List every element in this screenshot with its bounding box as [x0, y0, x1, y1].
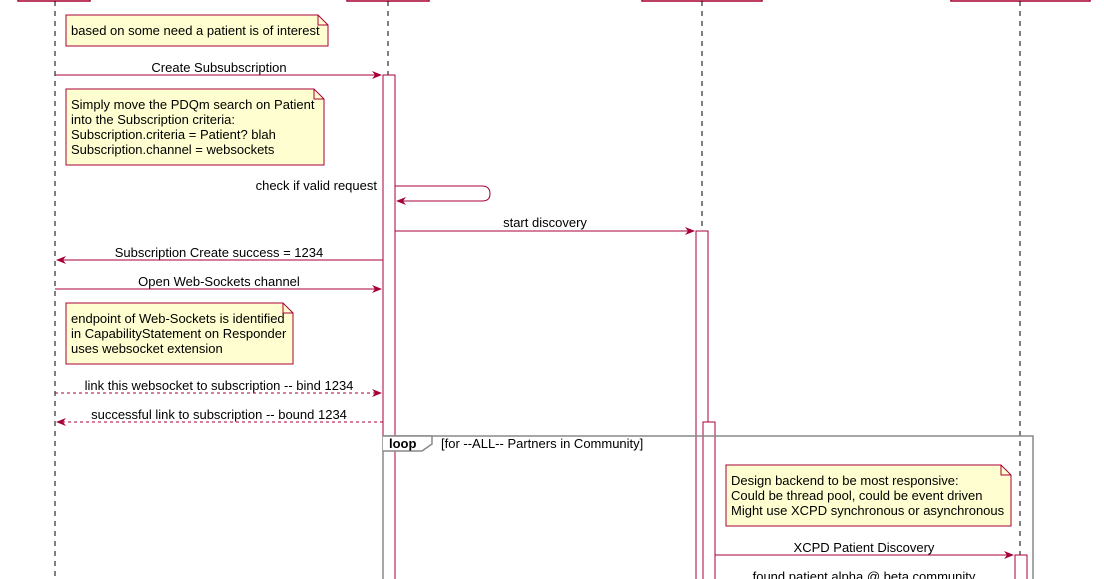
note-3-box	[65, 302, 294, 365]
loop-frame: loop [for --ALL-- Partners in Community]	[382, 435, 1034, 579]
note-4: Design backend to be most responsive: Co…	[725, 464, 1012, 527]
note-4-line: Design backend to be most responsive:	[731, 473, 959, 488]
participant-header-3	[641, 0, 763, 2]
note-4-line: Might use XCPD synchronous or asynchrono…	[731, 503, 1005, 518]
message-label: XCPD Patient Discovery	[794, 540, 935, 555]
note-2-fold	[313, 89, 324, 100]
message-label: Open Web-Sockets channel	[138, 274, 300, 289]
message-label: Create Subsubscription	[151, 60, 286, 75]
activation-bar	[1014, 554, 1028, 579]
loop-keyword: loop	[389, 436, 416, 451]
message-label: link this websocket to subscription -- b…	[85, 378, 354, 393]
message-label: start discovery	[503, 215, 587, 230]
note-2-box	[65, 88, 325, 166]
note-3-line: in CapabilityStatement on Responder	[71, 326, 287, 341]
note-2-line: Simply move the PDQm search on Patient	[71, 97, 315, 112]
note-3-line: uses websocket extension	[71, 341, 223, 356]
note-1-fold	[317, 15, 328, 26]
note-4-box	[725, 464, 1012, 527]
participant-header-2	[346, 0, 430, 2]
note-1-box	[65, 14, 329, 47]
note-3-line: endpoint of Web-Sockets is identified	[71, 311, 285, 326]
loop-frame-border	[382, 435, 1034, 579]
note-3-fold	[282, 303, 293, 314]
note-2-line: Subscription.criteria = Patient? blah	[71, 127, 276, 142]
loop-frame-tab	[383, 435, 433, 452]
activation-bar	[382, 74, 396, 579]
note-2: Simply move the PDQm search on Patient i…	[65, 88, 325, 166]
note-4-fold	[1000, 465, 1011, 476]
activation-bars	[382, 74, 1028, 579]
message-label: found patient alpha @ beta community	[753, 569, 976, 579]
note-2-line: Subscription.channel = websockets	[71, 142, 275, 157]
message-arrow	[395, 185, 491, 205]
activation-bar	[702, 421, 716, 579]
loop-guard: [for --ALL-- Partners in Community]	[441, 436, 643, 451]
note-3: endpoint of Web-Sockets is identified in…	[65, 302, 294, 365]
message-label: successful link to subscription -- bound…	[91, 407, 347, 422]
note-1-line: based on some need a patient is of inter…	[71, 23, 320, 38]
participant-header-1	[17, 0, 91, 2]
note-4-line: Could be thread pool, could be event dri…	[731, 488, 983, 503]
participant-headers	[17, 0, 1091, 2]
note-1: based on some need a patient is of inter…	[65, 14, 329, 47]
note-2-line: into the Subscription criteria:	[71, 112, 235, 127]
message-label: Subscription Create success = 1234	[115, 245, 323, 260]
message-label: check if valid request	[256, 178, 378, 193]
participant-header-4	[950, 0, 1091, 2]
messages	[55, 71, 1014, 559]
message-labels: Create Subsubscription check if valid re…	[85, 60, 976, 579]
